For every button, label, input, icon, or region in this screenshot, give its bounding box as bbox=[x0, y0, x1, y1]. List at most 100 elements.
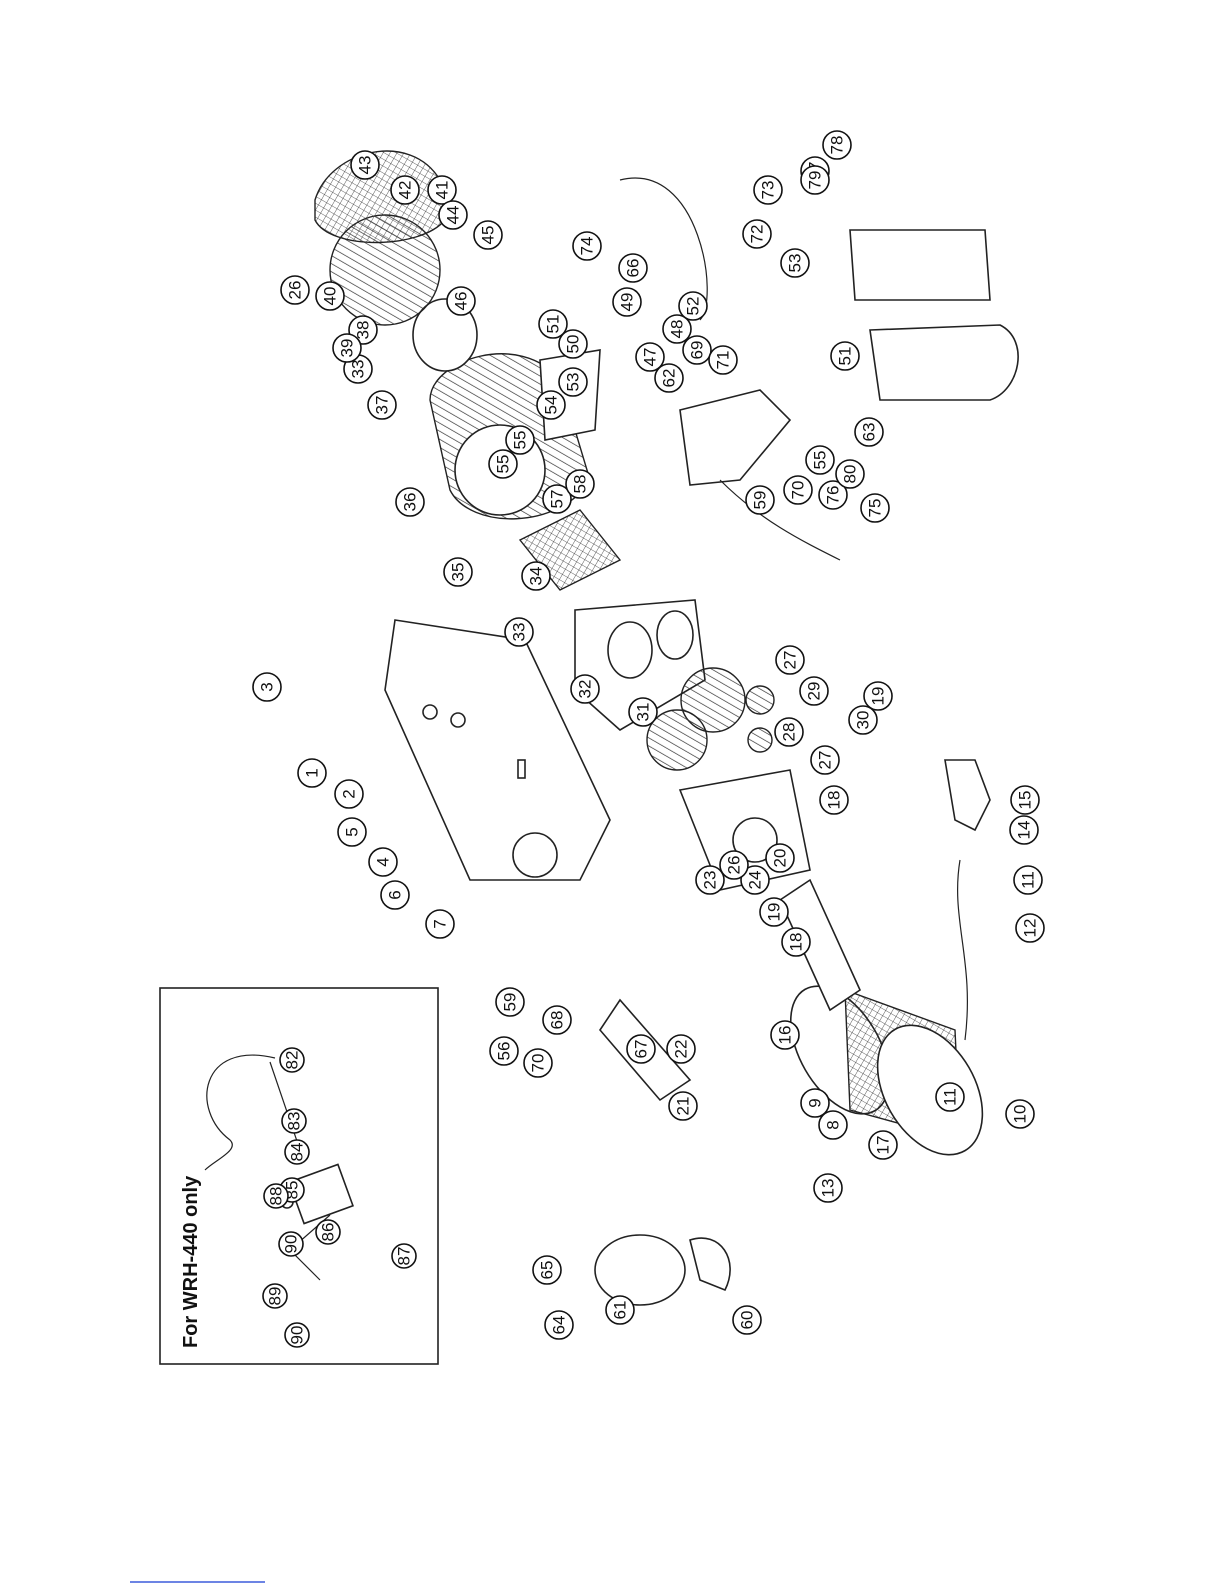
callout-number: 60 bbox=[738, 1311, 757, 1330]
callout-80: 80 bbox=[835, 459, 865, 489]
callout-number: 6 bbox=[386, 890, 405, 899]
callout-circle bbox=[626, 1034, 656, 1064]
callout-circle bbox=[334, 779, 364, 809]
callout-32: 32 bbox=[570, 674, 600, 704]
callout-number: 22 bbox=[672, 1040, 691, 1059]
gear-case-drawing bbox=[574, 599, 706, 731]
callout-34: 34 bbox=[521, 561, 551, 591]
callout-45: 45 bbox=[473, 220, 503, 250]
callout-circle bbox=[544, 1310, 574, 1340]
pulley-block-drawing bbox=[594, 1234, 686, 1306]
callout-circle bbox=[719, 850, 749, 880]
callout-circle bbox=[868, 1130, 898, 1160]
callout-3: 3 bbox=[252, 672, 282, 702]
callout-number: 88 bbox=[267, 1187, 286, 1206]
callout-circle bbox=[835, 459, 865, 489]
callout-number: 65 bbox=[538, 1261, 557, 1280]
callout-number: 69 bbox=[688, 341, 707, 360]
callout-50: 50 bbox=[558, 329, 588, 359]
callout-10: 10 bbox=[1005, 1099, 1035, 1129]
callout-number: 74 bbox=[578, 237, 597, 256]
callout-37: 37 bbox=[367, 390, 397, 420]
callout-number: 52 bbox=[684, 297, 703, 316]
callout-circle bbox=[678, 291, 708, 321]
callout-circle bbox=[753, 175, 783, 205]
callout-number: 50 bbox=[564, 335, 583, 354]
callout-circle bbox=[278, 1231, 304, 1257]
callout-circle bbox=[742, 219, 772, 249]
callout-circle bbox=[284, 1139, 310, 1165]
callout-number: 90 bbox=[282, 1235, 301, 1254]
callout-circle bbox=[863, 681, 893, 711]
callout-number: 37 bbox=[373, 396, 392, 415]
callout-46: 46 bbox=[446, 286, 476, 316]
callout-number: 12 bbox=[1021, 919, 1040, 938]
callout-26: 26 bbox=[280, 275, 310, 305]
callout-number: 54 bbox=[542, 396, 561, 415]
callout-61: 61 bbox=[605, 1295, 635, 1325]
callout-number: 79 bbox=[806, 171, 825, 190]
callout-1: 1 bbox=[297, 758, 327, 788]
callout-19: 19 bbox=[863, 681, 893, 711]
callout-63: 63 bbox=[854, 417, 884, 447]
callout-circle bbox=[800, 165, 830, 195]
callout-number: 53 bbox=[564, 373, 583, 392]
callout-circle bbox=[523, 1048, 553, 1078]
callout-52: 52 bbox=[678, 291, 708, 321]
callout-circle bbox=[1015, 913, 1045, 943]
callout-circle bbox=[628, 697, 658, 727]
callout-number: 82 bbox=[283, 1051, 302, 1070]
callout-27: 27 bbox=[775, 645, 805, 675]
callout-number: 18 bbox=[787, 933, 806, 952]
callout-42: 42 bbox=[390, 175, 420, 205]
callout-26: 26 bbox=[719, 850, 749, 880]
callout-33: 33 bbox=[504, 617, 534, 647]
callout-number: 56 bbox=[495, 1042, 514, 1061]
power-cord-60-drawing bbox=[719, 479, 841, 561]
callout-number: 23 bbox=[701, 871, 720, 890]
callout-number: 86 bbox=[319, 1223, 338, 1242]
callout-number: 63 bbox=[860, 423, 879, 442]
callout-circle bbox=[662, 314, 692, 344]
callout-circle bbox=[759, 897, 789, 927]
callout-circle bbox=[848, 705, 878, 735]
inset-callout-84: 84 bbox=[284, 1139, 310, 1165]
callout-circle bbox=[279, 1047, 305, 1073]
callout-number: 33 bbox=[510, 623, 529, 642]
callout-number: 42 bbox=[396, 181, 415, 200]
callout-circle bbox=[337, 817, 367, 847]
callout-circle bbox=[391, 1243, 417, 1269]
pulley-hook-drawing bbox=[689, 1237, 731, 1292]
callout-circle bbox=[332, 333, 362, 363]
callout-number: 36 bbox=[401, 493, 420, 512]
callout-55: 55 bbox=[805, 445, 835, 475]
callout-number: 62 bbox=[660, 369, 679, 388]
callout-number: 55 bbox=[811, 451, 830, 470]
callout-number: 14 bbox=[1015, 821, 1034, 840]
callout-circle bbox=[682, 335, 712, 365]
callout-number: 61 bbox=[611, 1301, 630, 1320]
callout-number: 27 bbox=[816, 751, 835, 770]
callout-number: 43 bbox=[356, 156, 375, 175]
callout-number: 28 bbox=[780, 723, 799, 742]
callout-circle bbox=[810, 745, 840, 775]
callout-number: 3 bbox=[258, 682, 277, 691]
callout-65: 65 bbox=[532, 1255, 562, 1285]
callout-29: 29 bbox=[799, 676, 829, 706]
callout-number: 47 bbox=[641, 348, 660, 367]
callout-number: 80 bbox=[841, 465, 860, 484]
callout-44: 44 bbox=[438, 200, 468, 230]
callout-number: 70 bbox=[789, 481, 808, 500]
callout-19: 19 bbox=[759, 897, 789, 927]
callout-4: 4 bbox=[368, 847, 398, 877]
callout-number: 89 bbox=[266, 1287, 285, 1306]
callout-67: 67 bbox=[626, 1034, 656, 1064]
callout-76: 76 bbox=[818, 480, 848, 510]
callout-14: 14 bbox=[1009, 815, 1039, 845]
callout-number: 87 bbox=[395, 1247, 414, 1266]
callout-circle bbox=[495, 987, 525, 1017]
callout-circle bbox=[315, 1219, 341, 1245]
inset-title: For WRH-440 only bbox=[180, 1175, 202, 1348]
callout-circle bbox=[489, 1036, 519, 1066]
